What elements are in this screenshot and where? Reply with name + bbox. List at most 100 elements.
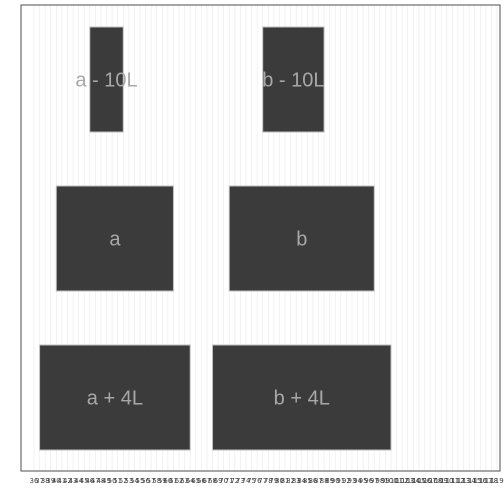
x-tick-label: 90: [331, 477, 340, 485]
x-tick-label: 96: [364, 477, 373, 485]
x-tick-label: 88: [320, 477, 329, 485]
x-tick-label: 95: [359, 477, 368, 485]
x-tick-label: 99: [381, 477, 390, 485]
x-tick-label: 112: [451, 477, 464, 485]
x-tick-label: 119: [490, 477, 503, 485]
x-tick-label: 103: [401, 477, 414, 485]
box-rect: [89, 26, 124, 133]
x-tick-label: 50: [108, 477, 117, 485]
boxes-layer: a - 10L b - 10L a b a + 4L b + 4L: [39, 26, 392, 451]
x-tick-label: 81: [281, 477, 290, 485]
diagram-box: a + 4L: [39, 344, 191, 451]
x-tick-label: 59: [158, 477, 167, 485]
x-tick-label: 47: [91, 477, 100, 485]
x-tick-label: 38: [41, 477, 50, 485]
x-tick-label: 86: [308, 477, 317, 485]
box-rect: [212, 344, 392, 451]
x-tick-label: 82: [286, 477, 295, 485]
diagram-box: b: [228, 185, 375, 292]
box-rect: [55, 185, 174, 292]
x-tick-label: 91: [336, 477, 345, 485]
panel-border: [20, 4, 501, 472]
x-tick-label: 65: [191, 477, 200, 485]
x-tick-label: 114: [462, 477, 476, 485]
x-tick-label: 97: [370, 477, 379, 485]
box-label: a: [109, 229, 121, 251]
x-tick-label: 105: [412, 477, 425, 485]
x-tick-label: 85: [303, 477, 312, 485]
diagram-box: b - 10L: [262, 26, 325, 133]
x-tick-label: 100: [384, 477, 397, 485]
box-rect: [39, 344, 191, 451]
x-tick-label: 113: [457, 477, 470, 485]
box-rect: [228, 185, 375, 292]
x-tick-label: 87: [314, 477, 323, 485]
x-tick-label: 56: [141, 477, 150, 485]
x-tick-label: 57: [147, 477, 156, 485]
x-tick-label: 58: [152, 477, 161, 485]
x-tick-label: 66: [197, 477, 206, 485]
x-tick-label: 110: [440, 477, 453, 485]
x-tick-label: 61: [169, 477, 178, 485]
box-label: b: [296, 229, 307, 251]
diagram-box: a - 10L: [75, 26, 138, 133]
x-tick-label: 53: [124, 477, 133, 485]
x-tick-label: 72: [230, 477, 239, 485]
x-tick-label: 37: [35, 477, 44, 485]
x-tick-label: 64: [186, 477, 195, 485]
x-tick-label: 74: [242, 477, 251, 485]
x-tick-label: 73: [236, 477, 245, 485]
x-tick-label: 42: [63, 477, 72, 485]
diagram-box: a: [55, 185, 174, 292]
x-tick-label: 68: [208, 477, 217, 485]
x-tick-label: 109: [435, 477, 448, 485]
x-tick-label: 45: [80, 477, 89, 485]
x-tick-label: 94: [353, 477, 362, 485]
box-label: b + 4L: [274, 388, 330, 410]
x-tick-label: 43: [69, 477, 78, 485]
x-tick-label: 36: [30, 477, 39, 485]
x-tick-label: 117: [479, 477, 492, 485]
x-tick-label: 111: [446, 477, 459, 485]
x-axis-tick-labels: 3637383940414243444546474849505152535455…: [30, 477, 504, 485]
x-tick-label: 41: [57, 477, 66, 485]
x-tick-label: 79: [269, 477, 278, 485]
x-tick-label: 63: [180, 477, 189, 485]
x-tick-label: 60: [163, 477, 172, 485]
x-tick-label: 49: [102, 477, 111, 485]
x-tick-label: 55: [136, 477, 145, 485]
x-tick-label: 71: [225, 477, 234, 485]
x-tick-label: 101: [390, 477, 403, 485]
diagram-box: b + 4L: [212, 344, 392, 451]
x-tick-label: 115: [468, 477, 481, 485]
x-tick-label: 80: [275, 477, 284, 485]
x-tick-label: 54: [130, 477, 139, 485]
x-tick-label: 39: [46, 477, 55, 485]
box-label: a + 4L: [87, 388, 143, 410]
x-tick-label: 102: [395, 477, 408, 485]
x-tick-label: 67: [202, 477, 211, 485]
x-tick-label: 116: [474, 477, 488, 485]
x-tick-label: 106: [418, 477, 432, 485]
x-tick-label: 69: [214, 477, 223, 485]
x-tick-label: 52: [119, 477, 128, 485]
x-tick-label: 118: [485, 477, 498, 485]
box-rect: [262, 26, 325, 133]
x-tick-label: 84: [297, 477, 306, 485]
x-tick-label: 51: [113, 477, 122, 485]
x-tick-label: 89: [325, 477, 334, 485]
x-tick-label: 78: [264, 477, 273, 485]
x-tick-label: 83: [292, 477, 301, 485]
x-tick-label: 107: [423, 477, 436, 485]
x-tick-label: 92: [342, 477, 351, 485]
x-tick-label: 40: [52, 477, 61, 485]
x-tick-label: 62: [175, 477, 184, 485]
box-label: b - 10L: [262, 70, 324, 92]
x-tick-label: 70: [219, 477, 228, 485]
x-tick-label: 104: [407, 477, 421, 485]
x-tick-label: 46: [85, 477, 94, 485]
x-tick-label: 76: [253, 477, 262, 485]
x-tick-label: 77: [258, 477, 267, 485]
x-tick-label: 44: [74, 477, 83, 485]
